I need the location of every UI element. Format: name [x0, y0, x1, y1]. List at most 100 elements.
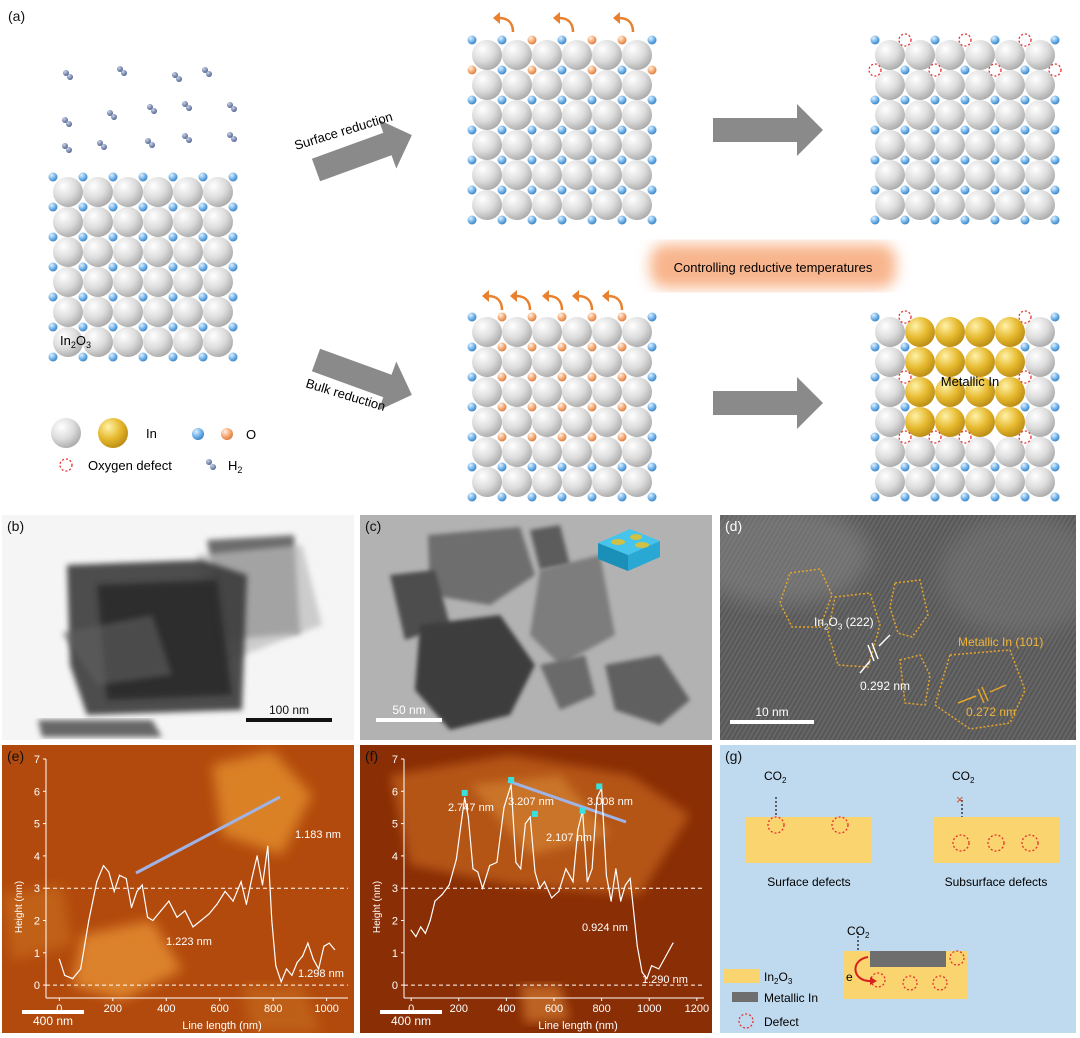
tem-image-b: (b) 100 nm — [2, 515, 354, 740]
o-atom — [870, 215, 880, 225]
oxygen-defect — [958, 33, 972, 47]
o-atom-orange — [587, 65, 597, 75]
o-atom-orange — [587, 372, 597, 382]
in-atom — [935, 467, 965, 497]
oxygen-defect — [898, 310, 912, 324]
o-atom — [647, 185, 657, 195]
x-tick-label-f: 800 — [592, 1003, 610, 1015]
o-atom — [467, 125, 477, 135]
x-axis-label-f: Line length (nm) — [538, 1020, 618, 1032]
profile-point-f — [529, 816, 531, 818]
o-atom — [930, 155, 940, 165]
surface-defects-label: Surface defects — [767, 875, 850, 889]
h2-molecules — [62, 66, 237, 153]
profile-point-f — [534, 871, 536, 873]
in-atom — [173, 297, 203, 327]
in-atom — [592, 190, 622, 220]
o-atom — [587, 155, 597, 165]
in-atom — [143, 267, 173, 297]
dotted-outlines — [779, 568, 1026, 730]
in-atom — [622, 100, 652, 130]
o-atom-orange — [497, 402, 507, 412]
in-atom — [592, 347, 622, 377]
profile-point-e — [251, 877, 253, 880]
o-atom-orange — [617, 402, 627, 412]
oxygen-defect — [1018, 310, 1032, 324]
legend-in-atom-gold — [98, 418, 128, 448]
schematic-legend: In O Oxygen defect H2 — [51, 418, 256, 475]
in-atom — [965, 190, 995, 220]
o-atom — [1050, 462, 1060, 472]
o-atom — [1020, 342, 1030, 352]
metal-in-atom — [905, 407, 935, 437]
y-tick-label-f: 0 — [392, 980, 398, 992]
y-tick-label-e: 0 — [34, 980, 40, 992]
profile-point-e — [136, 890, 138, 893]
in-atom — [935, 190, 965, 220]
lattice-metallic-in — [870, 310, 1060, 502]
in-atom — [532, 437, 562, 467]
y-tick-label-f: 4 — [392, 851, 398, 863]
metal-in-atom — [995, 347, 1025, 377]
in-atom — [472, 130, 502, 160]
in-atom — [905, 467, 935, 497]
release-arrow-bulk — [487, 294, 504, 311]
in-atom — [502, 317, 532, 347]
in-atom — [905, 437, 935, 467]
in-atom — [203, 177, 233, 207]
defect-diagram-g: CO2 Surface defects × CO2 Subsurface def… — [724, 769, 1060, 1029]
o-atom — [1020, 65, 1030, 75]
metal-in-atom — [965, 407, 995, 437]
o-atom — [557, 125, 567, 135]
o-atom-orange — [617, 35, 627, 45]
profile-point-f — [448, 884, 450, 886]
in-atom — [965, 100, 995, 130]
oxygen-defect — [1048, 63, 1062, 77]
scale-bar-f: 400 nm — [380, 1009, 442, 1028]
o-atom — [138, 292, 148, 302]
in-atom — [203, 267, 233, 297]
o-atom — [1050, 402, 1060, 412]
in-atom — [173, 267, 203, 297]
tem-image-c: (c) 50 nm — [360, 515, 712, 740]
legend-o-label: O — [246, 427, 256, 442]
profile-point-e — [280, 981, 282, 983]
profile-point-e — [96, 881, 98, 883]
in-atom — [905, 160, 935, 190]
panel-f-label: (f) — [365, 748, 379, 764]
in-atom — [965, 437, 995, 467]
o-atom — [198, 202, 208, 212]
height-profile-chart-f: Height (nm) Line length (nm) 2.747 nm 3.… — [372, 754, 709, 1032]
in-atom — [875, 467, 905, 497]
in-atom — [622, 190, 652, 220]
in-atom — [622, 407, 652, 437]
panel-e-label: (e) — [7, 748, 25, 764]
o-atom — [1050, 432, 1060, 442]
o-atom-orange — [557, 402, 567, 412]
profile-point-f — [460, 822, 462, 825]
o-atom — [930, 185, 940, 195]
o-atom — [228, 292, 238, 302]
metallic-in-label: Metallic In — [941, 374, 1000, 389]
in-atom — [965, 467, 995, 497]
in-atom — [995, 190, 1025, 220]
o-atom — [48, 232, 58, 242]
o-atom — [1020, 155, 1030, 165]
o-atom — [497, 185, 507, 195]
bulk-reduction-arrow — [311, 348, 412, 411]
in-atom — [1025, 467, 1055, 497]
profile-point-f — [636, 945, 638, 947]
o-atom — [617, 185, 627, 195]
legend-o-atom-blue — [192, 428, 204, 440]
o-atom — [467, 402, 477, 412]
profile-point-e — [168, 900, 170, 902]
profile-point-e — [256, 855, 258, 857]
profile-point-f — [496, 861, 498, 863]
co2-label-subsurface: CO2 — [952, 769, 975, 785]
y-tick-label-e: 4 — [34, 851, 40, 863]
panel-c-label: (c) — [365, 518, 382, 534]
o-atom — [198, 262, 208, 272]
profile-point-e — [208, 913, 210, 915]
o-atom — [587, 185, 597, 195]
o-atom — [587, 462, 597, 472]
